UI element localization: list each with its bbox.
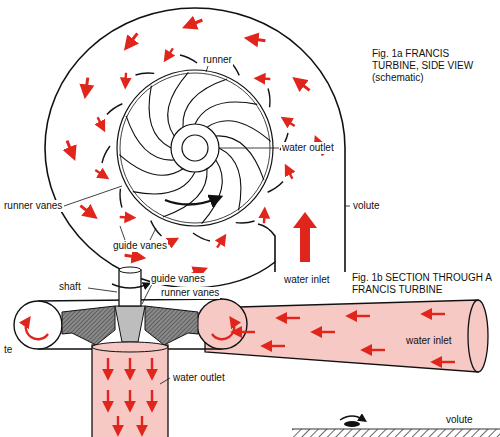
leader-lines-1b	[88, 284, 170, 384]
outlet-top	[92, 342, 168, 352]
volute-flow-right	[212, 320, 234, 339]
part-label: water outlet	[281, 142, 335, 154]
inlet-pipe	[205, 300, 478, 372]
volute-casing	[45, 8, 345, 288]
shaft-top	[119, 267, 141, 273]
leader-lines	[64, 66, 350, 240]
figure-caption: Fig. 1a FRANCIS TURBINE, SIDE VIEW (sche…	[371, 48, 497, 84]
part-label: water inlet	[405, 335, 453, 347]
part-label: guide vanes	[112, 240, 168, 252]
ground-hatch	[292, 429, 500, 437]
rotation-arrow	[165, 198, 218, 205]
part-label: runner	[202, 54, 233, 66]
runner-section-left	[62, 306, 115, 345]
pipe-end	[468, 300, 488, 372]
inlet-arrow	[293, 212, 317, 262]
rotation-symbol	[340, 416, 364, 420]
flow-arrows-inner	[95, 48, 294, 247]
part-label: water outlet	[172, 372, 226, 384]
part-label: runner vanes	[160, 287, 220, 299]
guide-vanes	[102, 55, 288, 241]
outlet-flow	[108, 358, 152, 432]
part-label: volute	[445, 414, 474, 426]
ground-line	[292, 429, 500, 430]
volute-section-right	[197, 299, 247, 349]
part-label: guide vanes	[150, 273, 206, 285]
figure-caption: Fig. 1b SECTION THROUGH A FRANCIS TURBIN…	[351, 272, 497, 296]
part-label: volute	[352, 200, 381, 212]
part-label: te	[3, 344, 13, 356]
volute-flow-left	[26, 320, 48, 339]
volute-section-left	[14, 301, 62, 349]
inlet-flow	[235, 314, 455, 362]
rotation-symbol-base	[344, 421, 360, 427]
shaft-rotation	[112, 284, 148, 288]
part-label: shaft	[58, 281, 82, 293]
part-label: water inlet	[283, 274, 331, 286]
runner-hub	[115, 306, 145, 342]
outlet-tube	[92, 345, 168, 437]
runner-section-right	[145, 306, 198, 345]
part-label: runner vanes	[3, 200, 63, 212]
